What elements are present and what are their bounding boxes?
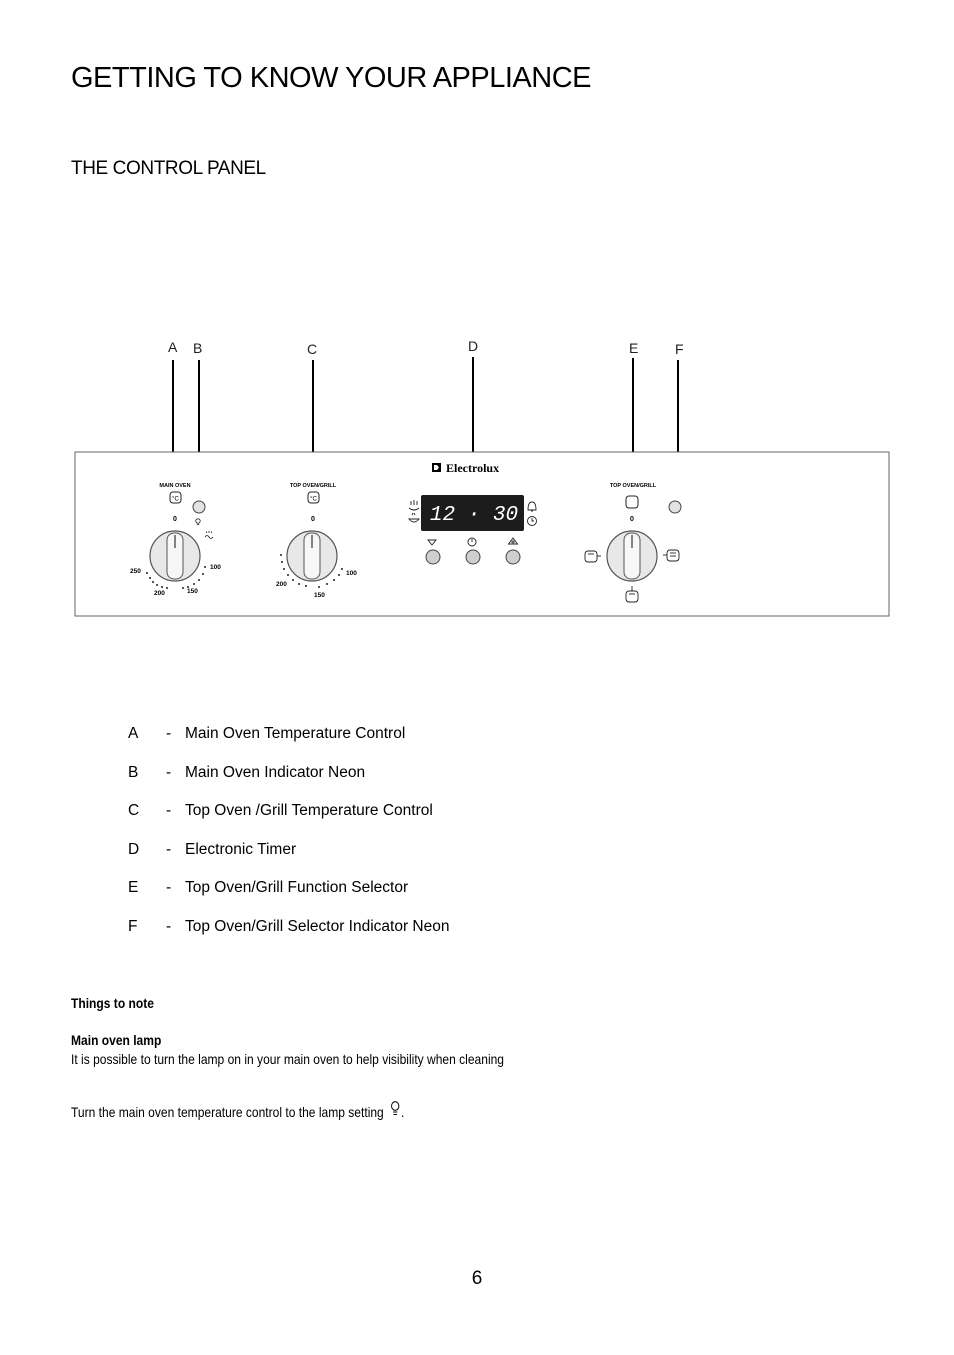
electrolux-logo: Electrolux	[432, 461, 499, 475]
legend-description: Main Oven Temperature Control	[185, 725, 406, 742]
callout-e: E	[629, 340, 638, 356]
legend-letter: E	[128, 879, 139, 896]
main-oven-scale-150: 150	[187, 588, 198, 595]
callout-d: D	[468, 338, 478, 354]
legend-description: Top Oven/Grill Function Selector	[185, 879, 409, 896]
legend-dash: -	[166, 841, 172, 858]
function-selector-knob[interactable]	[606, 530, 658, 582]
timer-time: 12 · 30	[430, 504, 518, 527]
legend-dash: -	[166, 802, 172, 819]
timer-minus-button[interactable]	[425, 539, 441, 565]
lamp-instruction-text: Turn the main oven temperature control t…	[71, 1104, 384, 1120]
timer-select-button[interactable]	[465, 537, 481, 565]
main-oven-knob[interactable]	[149, 530, 201, 582]
legend-description: Top Oven /Grill Temperature Control	[185, 802, 433, 819]
timer-display	[421, 495, 524, 531]
legend-description: Top Oven/Grill Selector Indicator Neon	[185, 918, 450, 935]
section-title: THE CONTROL PANEL	[71, 158, 266, 179]
alarm-bell-icon	[527, 501, 537, 512]
control-panel-diagram: A B C D E F MAIN OVEN °C 0	[74, 338, 890, 617]
defrost-icon	[204, 531, 214, 539]
callout-c: C	[307, 341, 317, 357]
oven-symbol-icon	[625, 495, 639, 509]
legend-dash: -	[166, 879, 172, 896]
top-oven-icon	[625, 586, 639, 603]
end-time-icon	[408, 512, 420, 523]
lamp-paragraph: It is possible to turn the lamp on in yo…	[71, 1051, 505, 1067]
callout-f: F	[675, 341, 684, 357]
legend-description: Main Oven Indicator Neon	[185, 764, 366, 781]
lamp-subheading: Main oven lamp	[71, 1032, 162, 1048]
grill-half-icon	[663, 549, 680, 562]
top-oven-scale-100: 100	[346, 570, 357, 577]
top-oven-zero: 0	[311, 516, 315, 523]
main-oven-scale-200: 200	[154, 590, 165, 597]
thermometer-icon: °C	[307, 491, 320, 504]
main-oven-zero: 0	[173, 516, 177, 523]
top-oven-scale-200: 200	[276, 581, 287, 588]
top-oven-neon	[668, 500, 682, 514]
svg-text:°C: °C	[310, 497, 317, 503]
main-oven-scale-250: 250	[130, 568, 141, 575]
notes-heading: Things to note	[71, 995, 154, 1011]
legend-dash: -	[166, 918, 172, 935]
function-selector-label: TOP OVEN/GRILL	[610, 483, 657, 489]
page-number: 6	[471, 1268, 483, 1289]
main-oven-scale-100: 100	[210, 564, 221, 571]
top-oven-label: TOP OVEN/GRILL	[290, 483, 337, 489]
svg-text:°C: °C	[172, 497, 179, 503]
top-oven-knob[interactable]	[286, 530, 338, 582]
function-selector-zero: 0	[630, 516, 634, 523]
grill-full-icon	[584, 550, 601, 563]
callout-b: B	[193, 340, 202, 356]
timer-plus-button[interactable]	[505, 537, 521, 565]
top-oven-scale-150: 150	[314, 592, 325, 599]
brand-name: Electrolux	[446, 461, 499, 475]
legend-letter: D	[128, 841, 140, 858]
lamp-instruction: Turn the main oven temperature control t…	[71, 1101, 404, 1122]
legend-letter: A	[128, 725, 139, 742]
thermometer-icon: °C	[169, 491, 182, 504]
legend-letter: C	[128, 802, 140, 819]
lamp-instruction-end: .	[400, 1104, 405, 1120]
clock-icon	[527, 516, 537, 526]
legend-description: Electronic Timer	[185, 841, 297, 858]
main-oven-label: MAIN OVEN	[159, 483, 190, 489]
main-oven-scale-dots	[146, 566, 206, 589]
cook-time-icon	[408, 500, 420, 511]
legend-letter: B	[128, 764, 139, 781]
top-oven-scale-dots	[280, 554, 343, 588]
legend-dash: -	[166, 725, 172, 742]
main-oven-neon	[192, 500, 206, 514]
legend-letter: F	[128, 918, 138, 935]
panel-outline	[74, 451, 890, 617]
lamp-icon	[389, 1101, 401, 1122]
page-title: GETTING TO KNOW YOUR APPLIANCE	[71, 62, 592, 94]
callout-a: A	[168, 339, 178, 355]
legend-dash: -	[166, 764, 172, 781]
lamp-setting-icon	[195, 518, 201, 525]
